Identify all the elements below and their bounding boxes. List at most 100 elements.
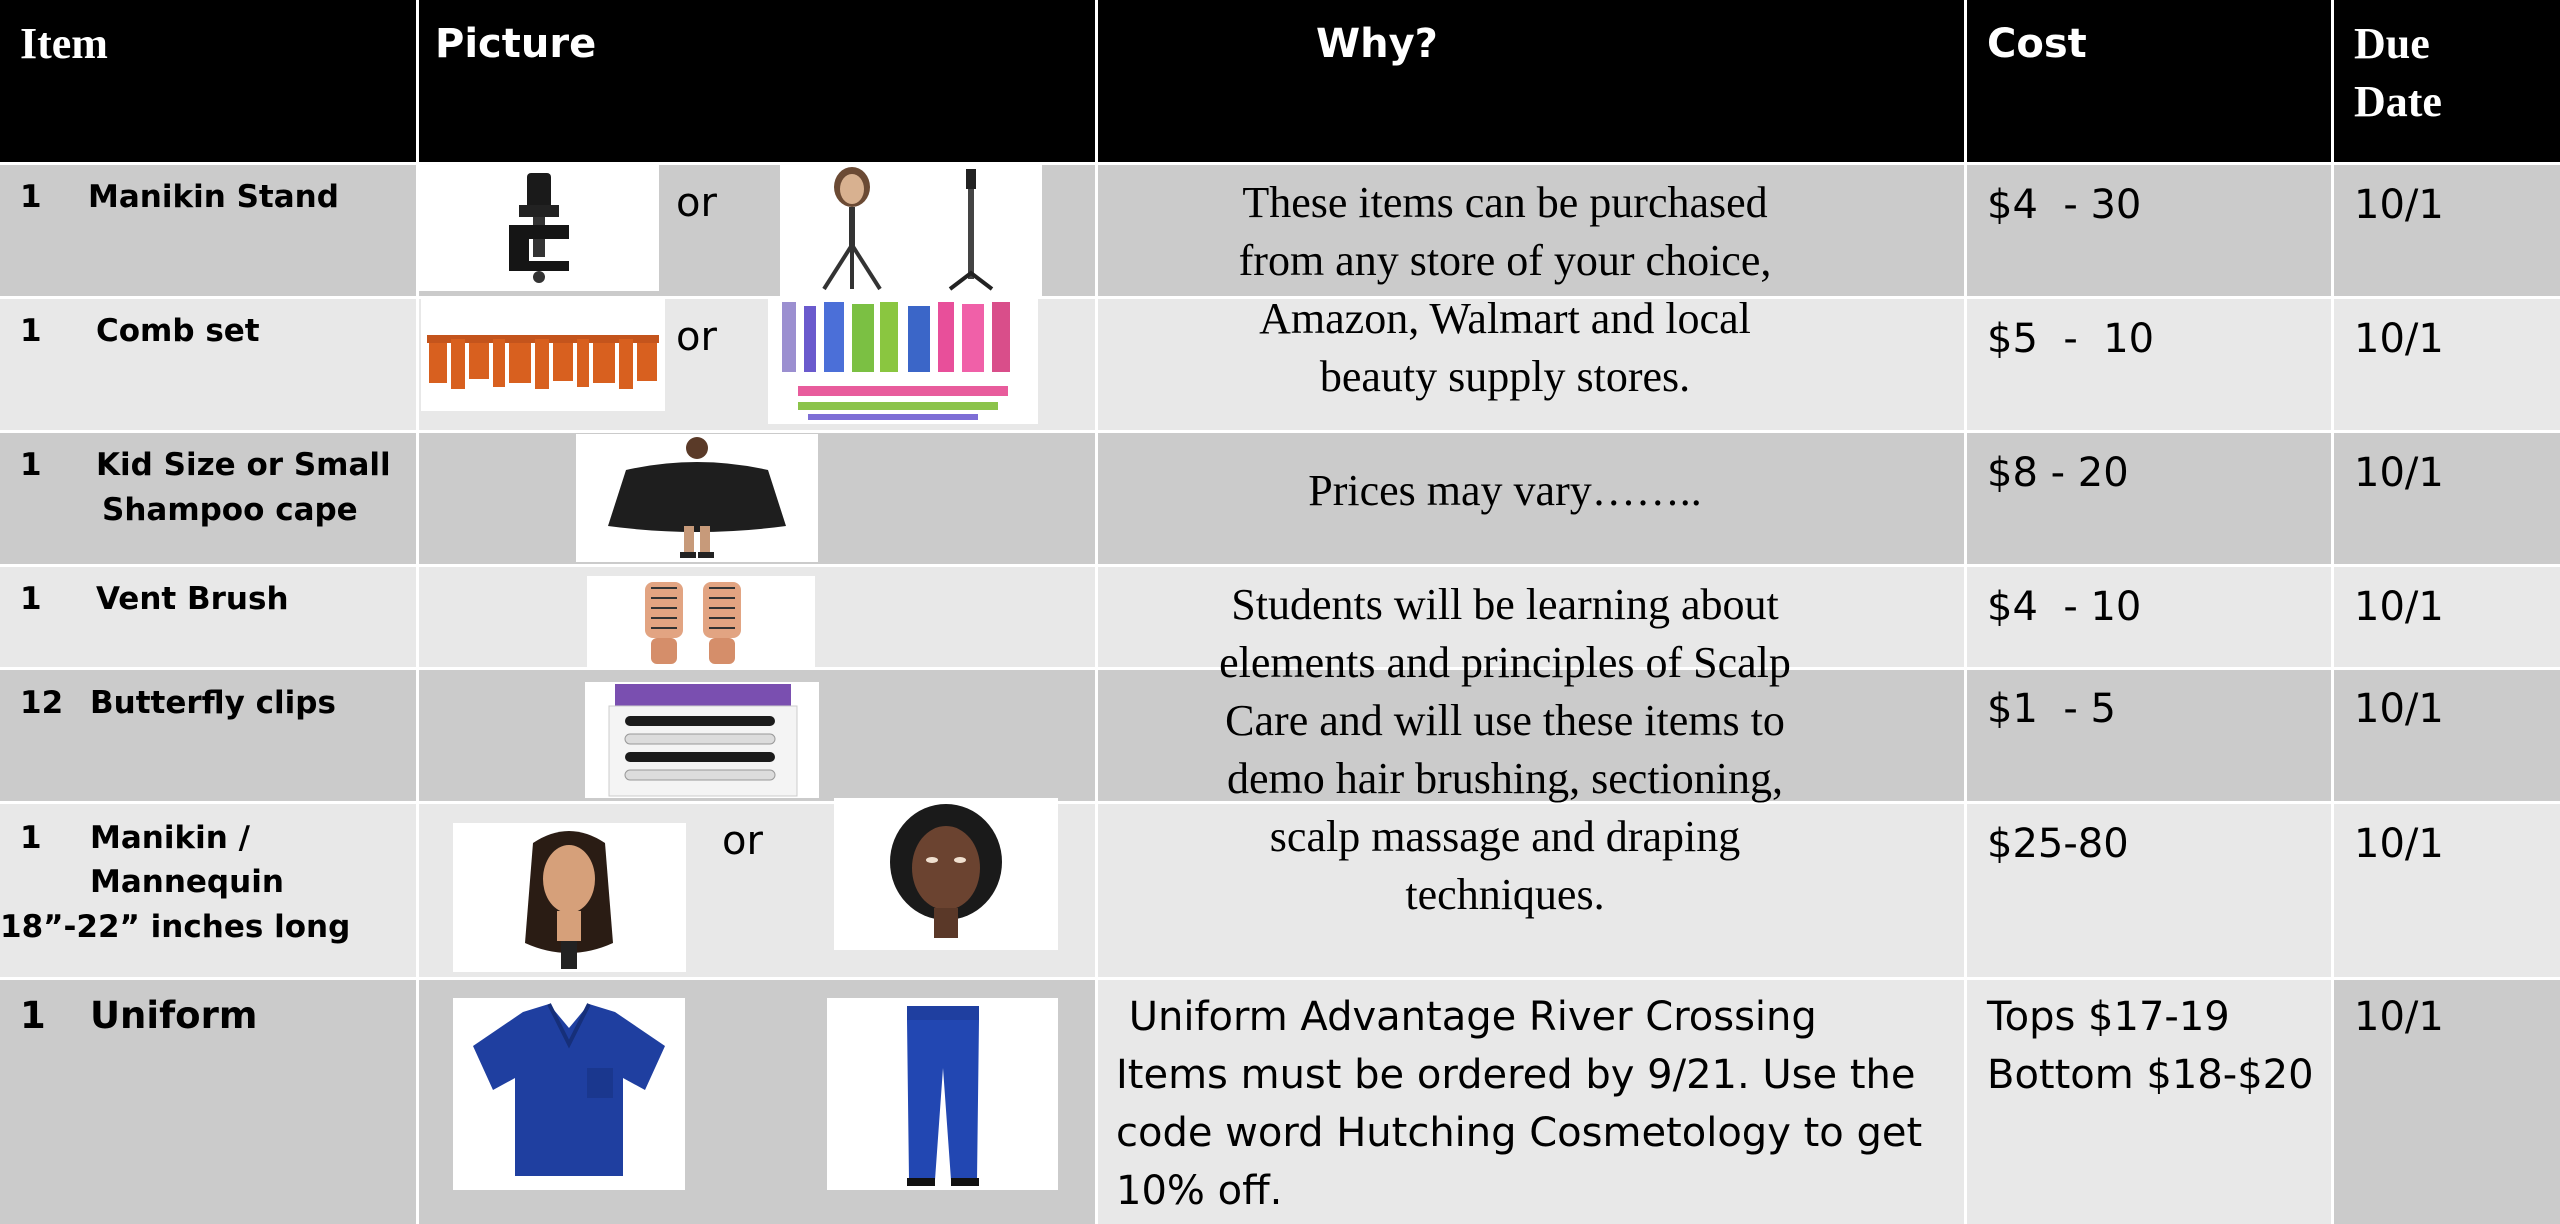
row-6-or: or [722,818,763,864]
header-cost-cell: Cost [1967,0,2331,162]
row-3-qty: 1 [20,447,42,483]
why-cell-row-2 [1098,299,1964,430]
item-cell-row-7 [0,980,416,1224]
header-due: Due [2354,19,2430,68]
header-cost: Cost [1987,21,2087,67]
row-6-due: 10/1 [2354,821,2444,867]
due-cell-row-5 [2334,670,2560,801]
due-cell-row-4 [2334,567,2560,667]
row-2-or: or [676,314,717,360]
why-learning-line-5: scalp massage and draping [1269,812,1741,861]
tripod-stand-image [780,165,1042,296]
row-4-cost: $4 - 10 [1987,584,2142,630]
cost-cell-row-4 [1967,567,2331,667]
cost-cell-row-6 [1967,804,2331,977]
scrub-pants-image [827,998,1058,1190]
row-1-item: Manikin Stand [88,179,339,215]
row-6-item-line3: 18”-22” inches long [0,909,351,945]
row-7-qty: 1 [20,994,46,1037]
due-cell-row-3 [2334,433,2560,564]
item-cell-row-1 [0,165,416,296]
why-purchase-line-4: beauty supply stores. [1319,352,1691,401]
row-4-qty: 1 [20,581,42,617]
item-cell-row-4 [0,567,416,667]
row-7-cost-line1: Tops $17-19 [1987,994,2230,1040]
why-purchase-line-2: from any store of your choice, [1238,236,1772,285]
row-7-item: Uniform [90,994,258,1037]
why-uniform-line-4: 10% off. [1116,1168,1283,1214]
row-6-cost: $25-80 [1987,821,2129,867]
row-3-item-line2: Shampoo cape [102,492,358,528]
why-uniform-line-1: Uniform Advantage River Crossing [1116,994,1817,1040]
row-3-due: 10/1 [2354,450,2444,496]
cost-cell-row-1 [1967,165,2331,296]
row-1-qty-text: 1 [20,179,42,215]
row-5-item: Butterfly clips [90,685,336,721]
why-uniform-line-2: Items must be ordered by 9/21. Use the [1116,1052,1916,1098]
row-2-qty: 1 [20,313,42,349]
scrub-top-image [453,998,685,1190]
row-1-or: or [676,180,717,226]
why-cell-row-4 [1098,567,1964,667]
row-4-item: Vent Brush [96,581,289,617]
header-picture: Picture [435,21,597,67]
row-5-cost: $1 - 5 [1987,686,2116,732]
row-6-item-line2: Mannequin [90,864,284,900]
header-item: Item [20,19,108,68]
why-learning-line-3: Care and will use these items to [1225,696,1785,745]
why-learning-line-4: demo hair brushing, sectioning, [1226,754,1783,803]
why-cell-row-7 [1098,980,1964,1224]
cost-cell-row-2 [1967,299,2331,430]
why-uniform-text: Uniform Advantage River Crossing Items m… [1116,988,1956,1220]
item-cell-row-2 [0,299,416,430]
header-picture-cell: Picture [419,0,1095,162]
row-7-due: 10/1 [2354,994,2444,1040]
row-5-qty: 12 [20,685,64,721]
manikin-head-image [453,823,686,972]
cost-cell-row-5 [1967,670,2331,801]
row-1-due: 10/1 [2354,182,2444,228]
cost-cell-row-3 [1967,433,2331,564]
row-2-cost: $5 - 10 [1987,316,2155,362]
row-2-due: 10/1 [2354,316,2444,362]
why-learning-line-1: Students will be learning about [1231,580,1779,629]
item-cell-row-6 [0,804,416,977]
orange-comb-set-image [421,299,665,411]
why-cell-row-6 [1098,804,1964,977]
vent-brush-image [587,576,815,668]
why-learning-text: Students will be learning about elements… [1110,576,1900,924]
why-purchase-line-1: These items can be purchased [1242,178,1768,227]
row-3-item-line1: Kid Size or Small [96,447,391,483]
mannequin-head-image [834,798,1058,950]
due-cell-row-6 [2334,804,2560,977]
row-1-cost: $4 - 30 [1987,182,2142,228]
why-learning-line-2: elements and principles of Scalp [1219,638,1791,687]
row-2-item: Comb set [96,313,260,349]
due-cell-row-7 [2334,980,2560,1224]
row-5-due: 10/1 [2354,686,2444,732]
why-purchase-text: These items can be purchased from any st… [1110,174,1900,406]
butterfly-clips-image [585,682,819,798]
why-uniform-line-3: code word Hutching Cosmetology to get [1116,1110,1923,1156]
header-why: Why? [1316,21,1438,67]
shampoo-cape-image [576,434,818,562]
item-cell-row-5 [0,670,416,801]
item-cell-row-3 [0,433,416,564]
header-due-date-cell: Due Date [2334,0,2560,162]
row-6-item-line1: Manikin / [90,820,250,856]
cost-cell-row-7 [1967,980,2331,1224]
row-4-due: 10/1 [2354,584,2444,630]
why-purchase-line-3: Amazon, Walmart and local [1259,294,1751,343]
why-prices-text: Prices may vary…….. [1308,466,1702,515]
header-date: Date [2354,77,2442,126]
due-cell-row-1 [2334,165,2560,296]
why-cell-rows-1-2 [1098,165,1964,296]
why-learning-line-6: techniques. [1405,870,1605,919]
header-item-cell: Item [0,0,416,162]
header-why-cell: Why? [1098,0,1964,162]
table-clamp-stand-image [419,165,659,291]
row-6-qty: 1 [20,820,42,856]
why-cell-row-5 [1098,670,1964,801]
why-cell-row-3 [1098,433,1964,564]
